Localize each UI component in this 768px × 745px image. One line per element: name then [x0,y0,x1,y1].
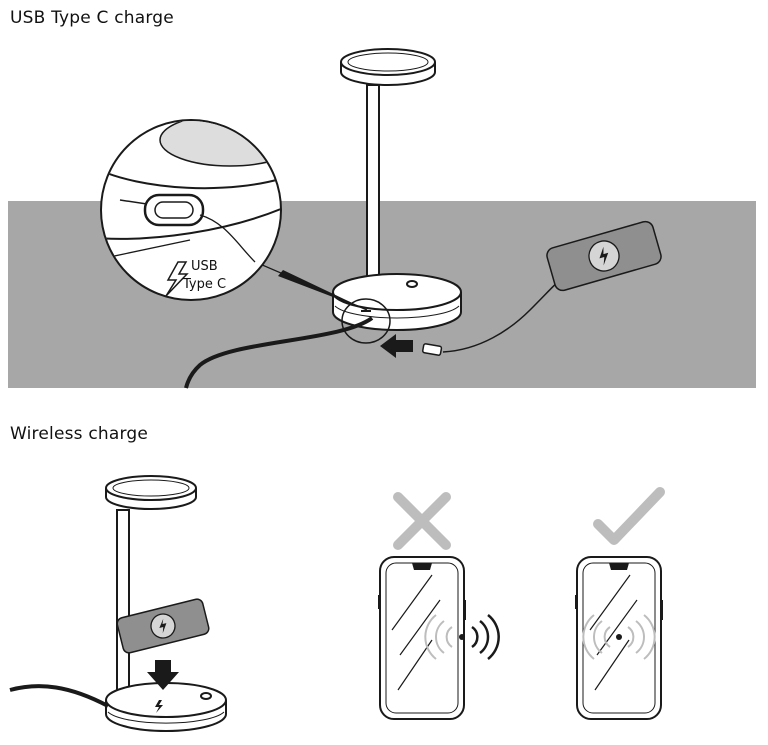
signal-wave-faint-icon [424,614,453,660]
phone-correct [575,556,663,720]
usb-lamp [332,48,462,344]
lightning-icon [159,618,167,634]
check-icon [593,487,665,545]
signal-wave-icon [582,614,656,660]
usb-charge-title: USB Type C charge [10,8,174,28]
usb-port-callout: USB Type C [100,119,282,301]
usb-c-cable [422,279,561,356]
plug-in-arrow-icon [380,334,413,358]
usb-phone [546,220,662,292]
signal-wave-icon [471,614,500,660]
wireless-phone [116,598,210,654]
wireless-charge-title: Wireless charge [10,424,149,444]
callout-arrow-icon [278,270,367,310]
lightning-icon [165,261,189,297]
usb-label-line1: USB [191,259,218,274]
place-down-arrow-icon [147,660,179,690]
phone-wrong [378,556,500,720]
wireless-lamp [105,475,227,732]
wireless-lamp-cord [9,684,109,708]
cross-icon [393,492,451,550]
lightning-icon [599,246,609,266]
usb-lamp-cord [184,316,374,389]
usb-label-line2: Type C [182,277,226,292]
